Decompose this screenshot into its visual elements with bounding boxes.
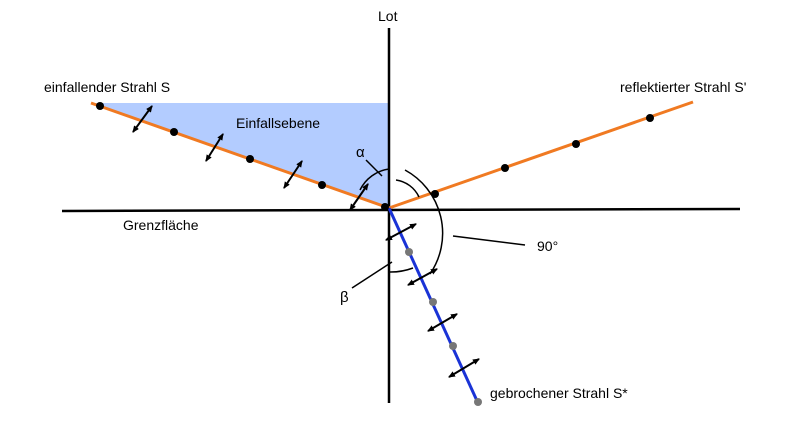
refracted-ray-label: gebrochener Strahl S* [490,385,628,401]
refracted-ray-dot [405,248,413,256]
incident-ray-dot [246,155,254,163]
refracted-polarization-arrow [385,223,417,241]
incident-ray-dot [318,181,326,189]
interface-line [61,207,741,213]
incident-polarization-arrow [349,183,369,211]
refracted-polarization-arrow [448,358,480,378]
incident-polarization-arrow [205,133,224,162]
reflected-ray-dot [431,190,439,198]
incident-ray-dot [170,128,178,136]
refracted-polarization-arrow [427,313,458,332]
angle-reflect-arc [395,179,420,198]
interface-label: Grenzfläche [123,217,199,233]
refracted-ray-dot [429,298,437,306]
incident-ray-dot [96,102,104,110]
refracted-ray-dot [474,398,482,406]
incident-polarization-arrow [283,160,303,189]
reflected-ray [388,100,694,210]
angle-90-label: 90° [537,238,558,254]
refracted-ray-dot [449,342,457,350]
reflected-ray-dot [646,114,654,122]
beta-leader-line [351,261,393,289]
alpha-leader-line [365,159,383,177]
incident-polarization-arrow [132,105,153,133]
normal-label: Lot [378,8,398,24]
reflected-ray-label: reflektierter Strahl S' [620,79,746,95]
plane-of-incidence-label: Einfallsebene [236,115,320,131]
angle-90-arc [404,169,444,275]
angle-beta-arc [388,267,414,273]
incident-ray-dot [381,203,389,211]
angle-beta-label: β [340,289,349,306]
refracted-polarization-arrow [407,268,438,286]
reflected-ray-dot [572,140,580,148]
angle-alpha-label: α [356,144,365,161]
ninety-leader-line [452,235,526,246]
incident-ray-label: einfallender Strahl S [44,79,170,95]
reflected-ray-dot [501,164,509,172]
